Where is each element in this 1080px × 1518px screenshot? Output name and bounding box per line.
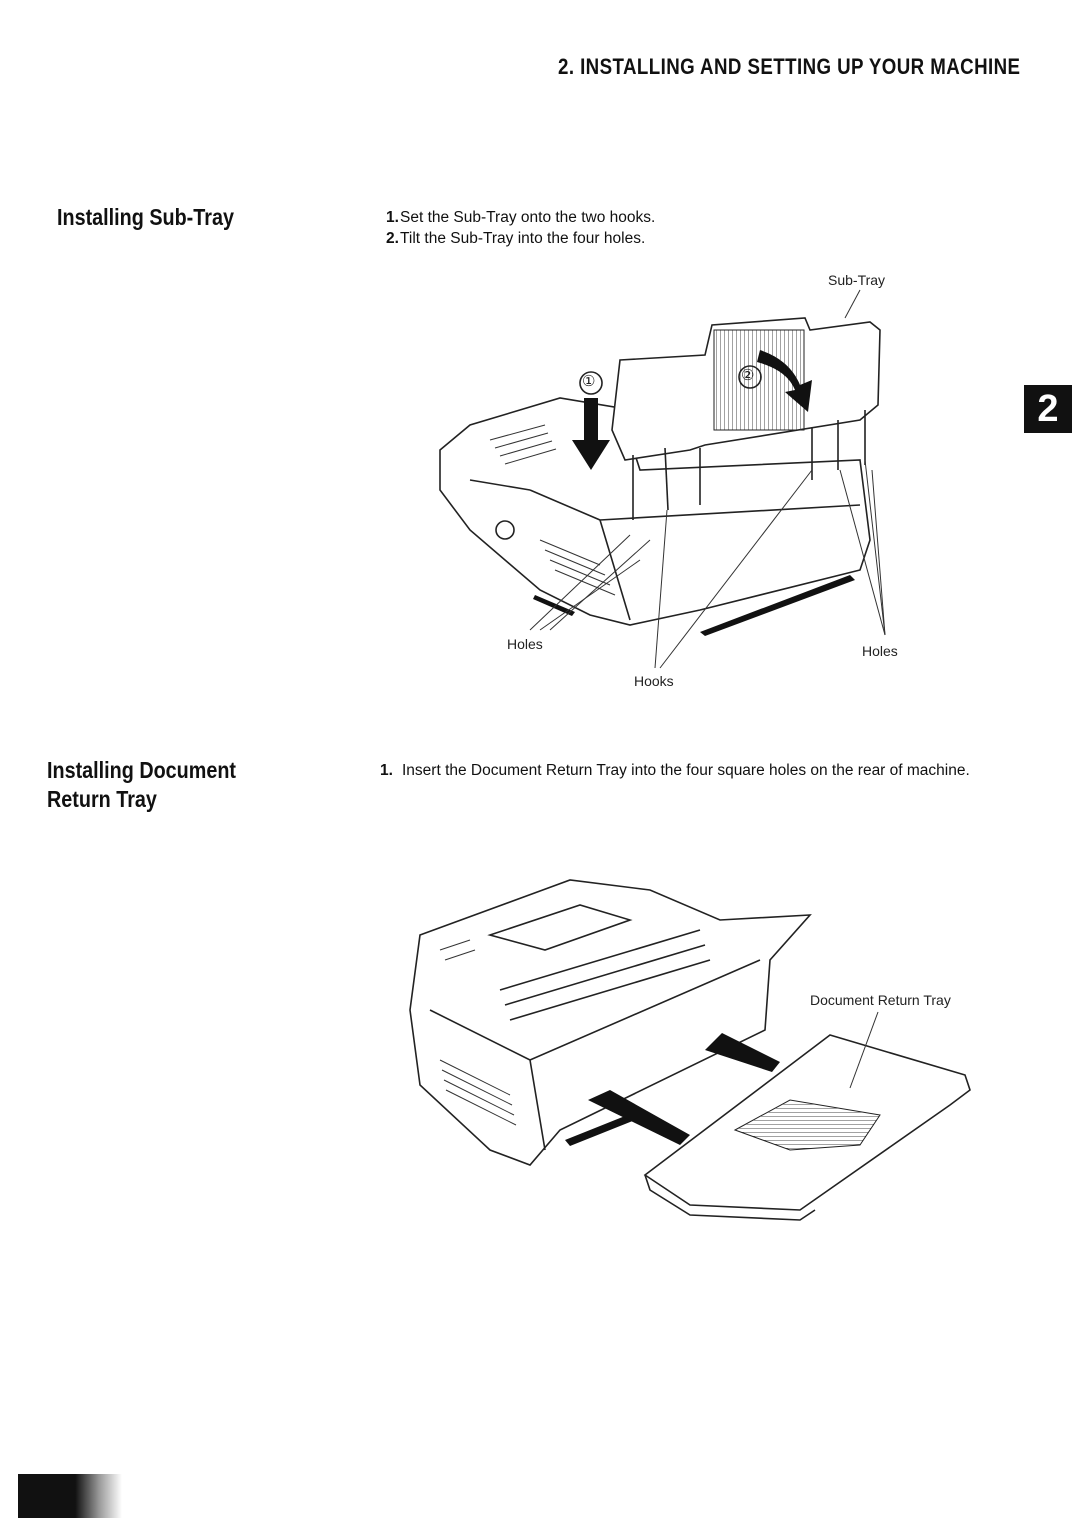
marker-1-circle (579, 371, 603, 395)
step-number: 1. (386, 209, 399, 226)
step-item: 1. Insert the Document Return Tray into … (380, 760, 995, 781)
step-item: 2. Tilt the Sub-Tray into the four holes… (386, 228, 986, 249)
machine-screw-icon (495, 520, 515, 540)
step-text: Set the Sub-Tray onto the two hooks. (400, 209, 656, 226)
page-edge-mark (18, 1474, 122, 1518)
step-number: 2. (386, 230, 399, 247)
machine-base-shadow (565, 1110, 645, 1146)
document-return-tray-label: Document Return Tray (810, 992, 951, 1008)
document-return-tray-illustration (409, 879, 971, 1221)
sub-tray-steps: 1. Set the Sub-Tray onto the two hooks. … (386, 207, 986, 249)
hooks-label: Hooks (634, 673, 674, 689)
holes-right-label: Holes (862, 643, 898, 659)
machine-front-face (429, 959, 761, 1151)
step-text: Tilt the Sub-Tray into the four holes. (400, 230, 646, 247)
machine-base-shadow (700, 575, 855, 636)
machine-vents (489, 424, 616, 596)
leader-line (849, 1011, 879, 1089)
document-return-tray-grip (733, 1099, 881, 1151)
step-item: 1. Set the Sub-Tray onto the two hooks. (386, 207, 986, 228)
insert-arrow-icon (705, 1033, 780, 1072)
marker-1-label: ① (582, 373, 596, 390)
machine-front-face (469, 479, 861, 621)
section-heading-document-return-tray: Installing Document Return Tray (47, 756, 236, 814)
sub-tray-hatched-panel (713, 329, 805, 431)
step-number: 1. (380, 762, 393, 779)
marker-2-circle (738, 365, 762, 389)
curved-arrow-icon (757, 350, 812, 412)
leader-lines (529, 289, 886, 669)
heading-line: Return Tray (47, 786, 157, 812)
step-text: Insert the Document Return Tray into the… (402, 762, 970, 779)
section-heading-sub-tray: Installing Sub-Tray (57, 204, 234, 230)
sub-tray-legs (632, 410, 866, 520)
holes-left-label: Holes (507, 636, 543, 652)
sub-tray-label: Sub-Tray (828, 272, 886, 288)
document-return-tray-lip (644, 1174, 816, 1221)
machine-body-outline (439, 397, 871, 626)
insert-arrow-icon (588, 1090, 690, 1145)
machine-body-outline (409, 879, 812, 1166)
down-arrow-icon (572, 398, 610, 470)
chapter-title: 2. INSTALLING AND SETTING UP YOUR MACHIN… (558, 54, 1021, 79)
machine-left-shadow (533, 595, 575, 616)
return-tray-steps: 1. Insert the Document Return Tray into … (380, 760, 995, 781)
chapter-tab: 2 (1024, 385, 1072, 433)
machine-rollers (499, 929, 711, 1021)
machine-vents (439, 939, 517, 1126)
heading-line: Installing Document (47, 757, 237, 783)
machine-top-panel (487, 904, 633, 951)
sub-tray-illustration (439, 289, 886, 669)
marker-2-label: ② (741, 367, 755, 384)
